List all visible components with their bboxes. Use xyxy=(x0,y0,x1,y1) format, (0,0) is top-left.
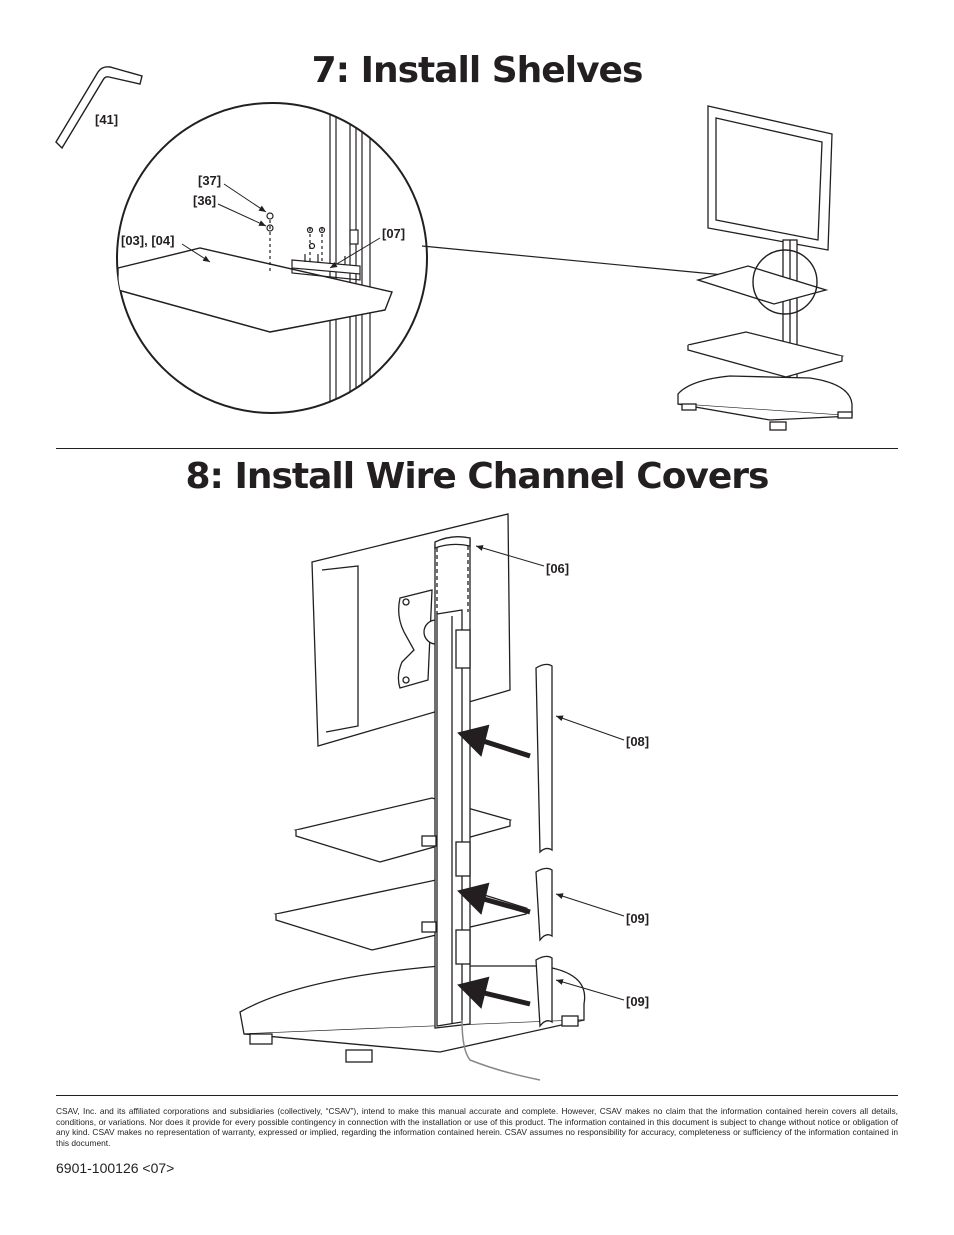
long-cover-label: [08] xyxy=(626,734,649,749)
document-number: 6901-100126 <07> xyxy=(56,1160,175,1176)
section-divider xyxy=(56,448,898,449)
screw-label: [37] xyxy=(198,173,221,188)
insertion-arrows xyxy=(457,724,531,1009)
shelf-mounting-detail xyxy=(116,102,428,414)
tv-stand-wire-channel xyxy=(239,513,586,1081)
hex-key-label: [41] xyxy=(95,112,118,127)
washer-label: [36] xyxy=(193,193,216,208)
step-7-title: 7: Install Shelves xyxy=(311,50,644,91)
hex-key-icon xyxy=(55,66,143,150)
legal-disclaimer: CSAV, Inc. and its affiliated corporatio… xyxy=(56,1106,898,1148)
bracket-label: [07] xyxy=(382,226,405,241)
footer-divider xyxy=(56,1095,898,1096)
top-cap-label: [06] xyxy=(546,561,569,576)
step-8-title: 8: Install Wire Channel Covers xyxy=(185,456,769,497)
shelf-label: [03], [04] xyxy=(121,233,174,248)
short-cover-label-2: [09] xyxy=(626,994,649,1009)
tv-stand-overview xyxy=(677,105,853,431)
short-cover-label-1: [09] xyxy=(626,911,649,926)
